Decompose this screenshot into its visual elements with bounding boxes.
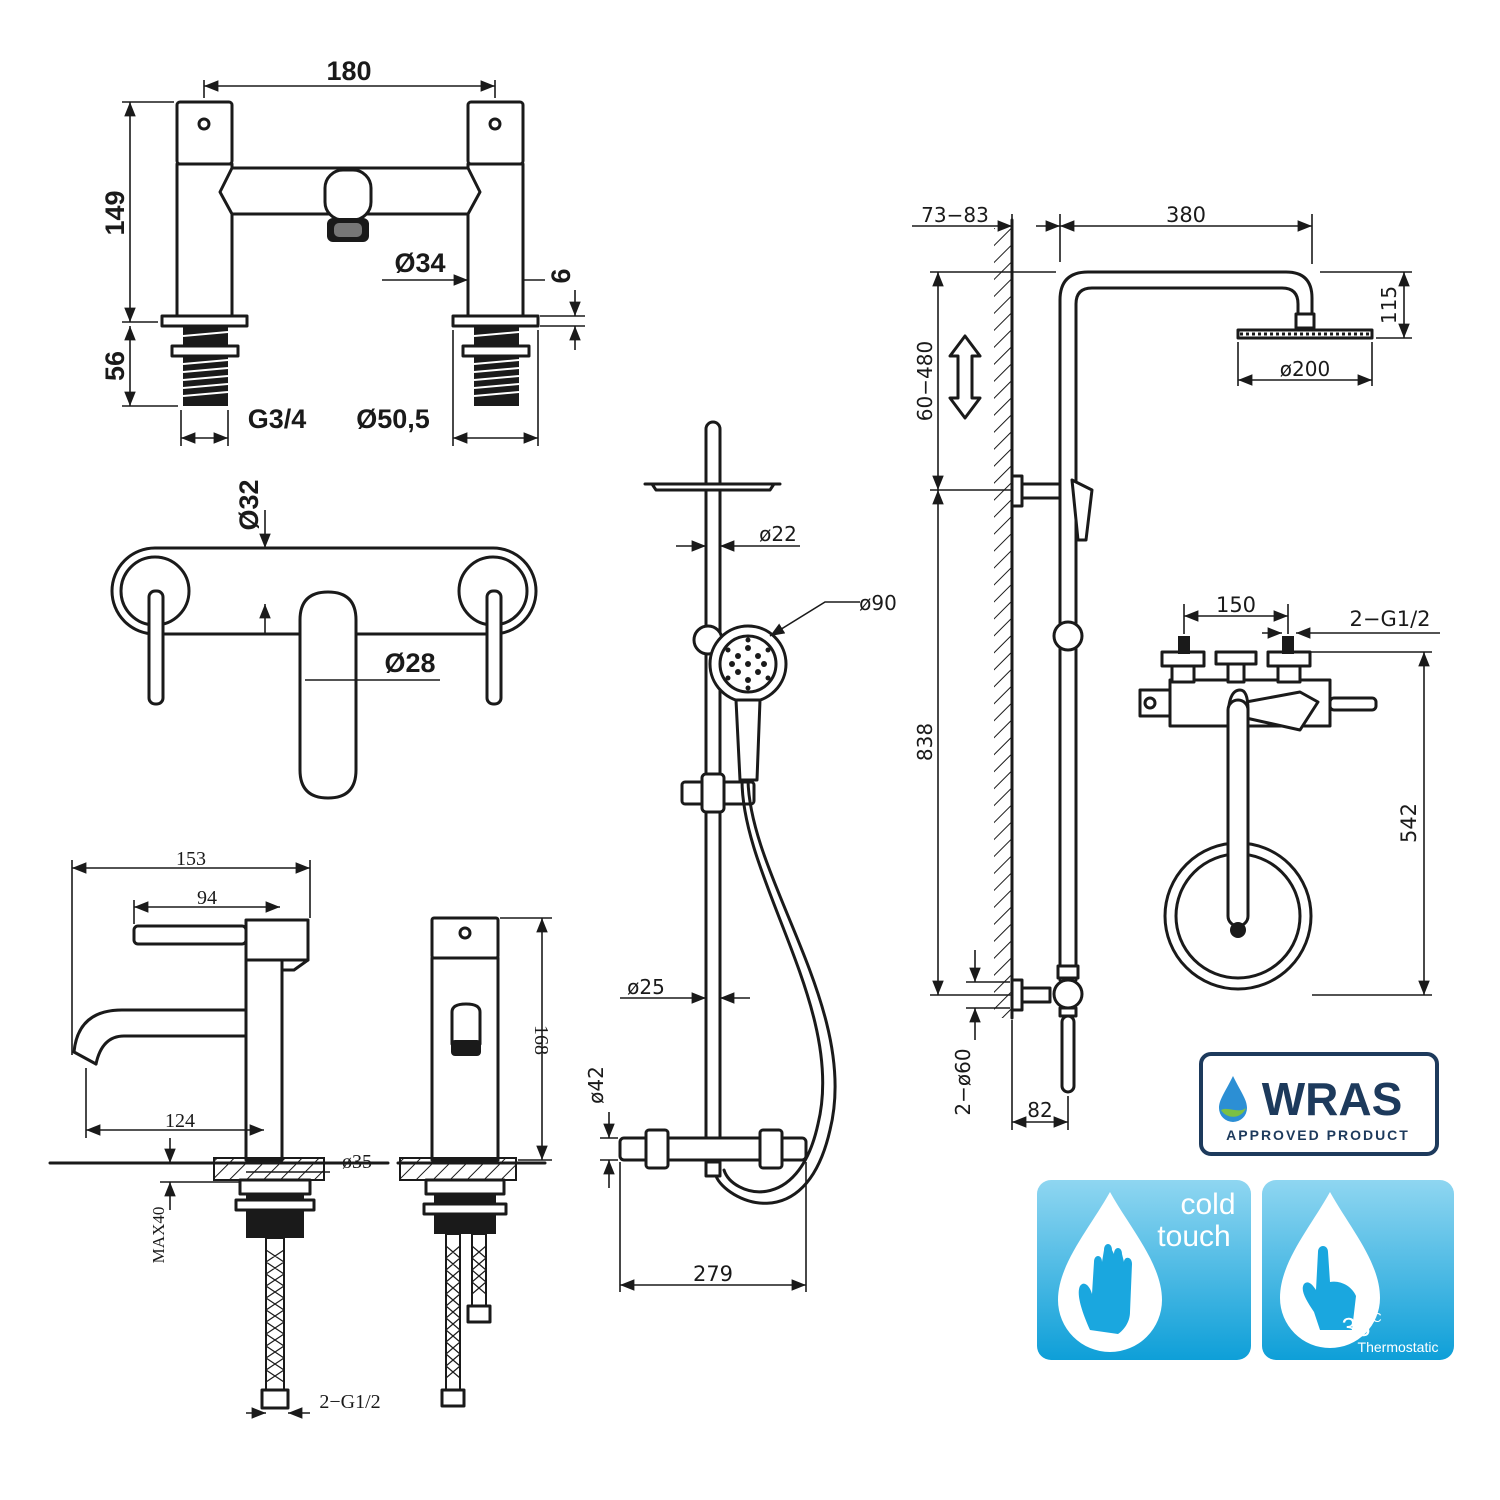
shower-valve-width-label: 279 xyxy=(693,1262,733,1286)
thread-tail-left xyxy=(170,326,240,406)
bath-tail-length-label: 56 xyxy=(100,351,130,381)
shower-rail-height-label: 838 xyxy=(913,723,937,761)
basin-mixer-front-view: 168 xyxy=(396,916,552,1408)
shower-height-adjust-label: 60−480 xyxy=(913,341,937,421)
up-down-arrow-icon xyxy=(948,334,982,420)
shower-riser-diameter-label: ø25 xyxy=(627,975,665,999)
shower-wall-connection-label: 2−ø60 xyxy=(951,1048,975,1115)
basin-connection-label: 2−G1/2 xyxy=(319,1391,380,1413)
cold-touch-badge: cold touch xyxy=(1037,1180,1251,1360)
valve-connection-label: 2−G1/2 xyxy=(1349,607,1430,631)
bath-thread-label: G3/4 xyxy=(248,404,307,434)
basin-lever-label: 94 xyxy=(197,887,217,909)
cold-touch-line1: cold xyxy=(1180,1188,1235,1221)
shower-arm-reach-label: 380 xyxy=(1166,203,1206,227)
basin-height-label: 168 xyxy=(530,1025,552,1055)
bath-spout-width-label: Ø28 xyxy=(384,648,435,678)
wras-title: WRAS xyxy=(1262,1073,1403,1125)
shower-valve-depth-label: 82 xyxy=(1027,1098,1052,1122)
bath-height-label: 149 xyxy=(100,190,130,235)
shower-kit-front-view: ø22 ø90 ø25 ø42 279 xyxy=(584,420,897,1292)
valve-centres-label: 150 xyxy=(1216,593,1256,617)
shower-kit-side-view: 73−83 380 115 ø200 60−480 838 2−ø60 82 xyxy=(912,203,1412,1130)
bath-mixer-top-view: Ø32 Ø28 xyxy=(110,479,538,800)
shower-head-drop-label: 115 xyxy=(1377,286,1401,324)
basin-max-deck-label: MAX40 xyxy=(149,1207,168,1264)
basin-depth-label: 153 xyxy=(176,848,206,870)
finger-touch-icon xyxy=(1302,1246,1356,1330)
shower-head-diameter-label: ø200 xyxy=(1280,357,1330,381)
shower-handset-diameter-label: ø90 xyxy=(859,591,897,615)
thermo-temp: 38 xyxy=(1342,1312,1371,1342)
basin-reach-label: 124 xyxy=(165,1110,195,1132)
wras-subtitle: APPROVED PRODUCT xyxy=(1226,1127,1410,1143)
water-drop-icon xyxy=(1219,1076,1247,1122)
bath-mixer-front-view: 180 149 56 Ø34 6 G3/4 Ø50,5 xyxy=(100,56,585,446)
shower-rail-diameter-label: ø22 xyxy=(759,522,797,546)
wras-approved-badge: WRAS APPROVED PRODUCT xyxy=(1199,1052,1439,1156)
bath-flange-diameter-label: Ø50,5 xyxy=(356,404,430,434)
bath-handle-diameter-label: Ø32 xyxy=(234,479,264,530)
basin-base-diameter-label: ø35 xyxy=(342,1151,372,1173)
thread-tail-right xyxy=(461,326,531,406)
shower-wall-offset-label: 73−83 xyxy=(921,203,989,227)
valve-height-label: 542 xyxy=(1397,803,1421,843)
bath-flange-thickness-label: 6 xyxy=(546,268,576,283)
thermostatic-valve-top-view: 150 2−G1/2 542 xyxy=(1138,593,1440,996)
bath-spout-diameter-label: Ø34 xyxy=(394,248,445,278)
shower-valve-diameter-label: ø42 xyxy=(584,1066,608,1104)
thermo-label: Thermostatic xyxy=(1358,1339,1439,1355)
bath-width-label: 180 xyxy=(326,56,371,86)
basin-mixer-side-view: 153 94 124 ø35 MAX40 2−G1/2 xyxy=(48,848,390,1419)
hand-icon xyxy=(1078,1244,1132,1334)
cold-touch-line2: touch xyxy=(1157,1220,1230,1253)
thermo-unit: C xyxy=(1372,1310,1381,1325)
thermostatic-badge: 38 C Thermostatic xyxy=(1262,1180,1454,1360)
handset-nozzles xyxy=(725,637,771,691)
